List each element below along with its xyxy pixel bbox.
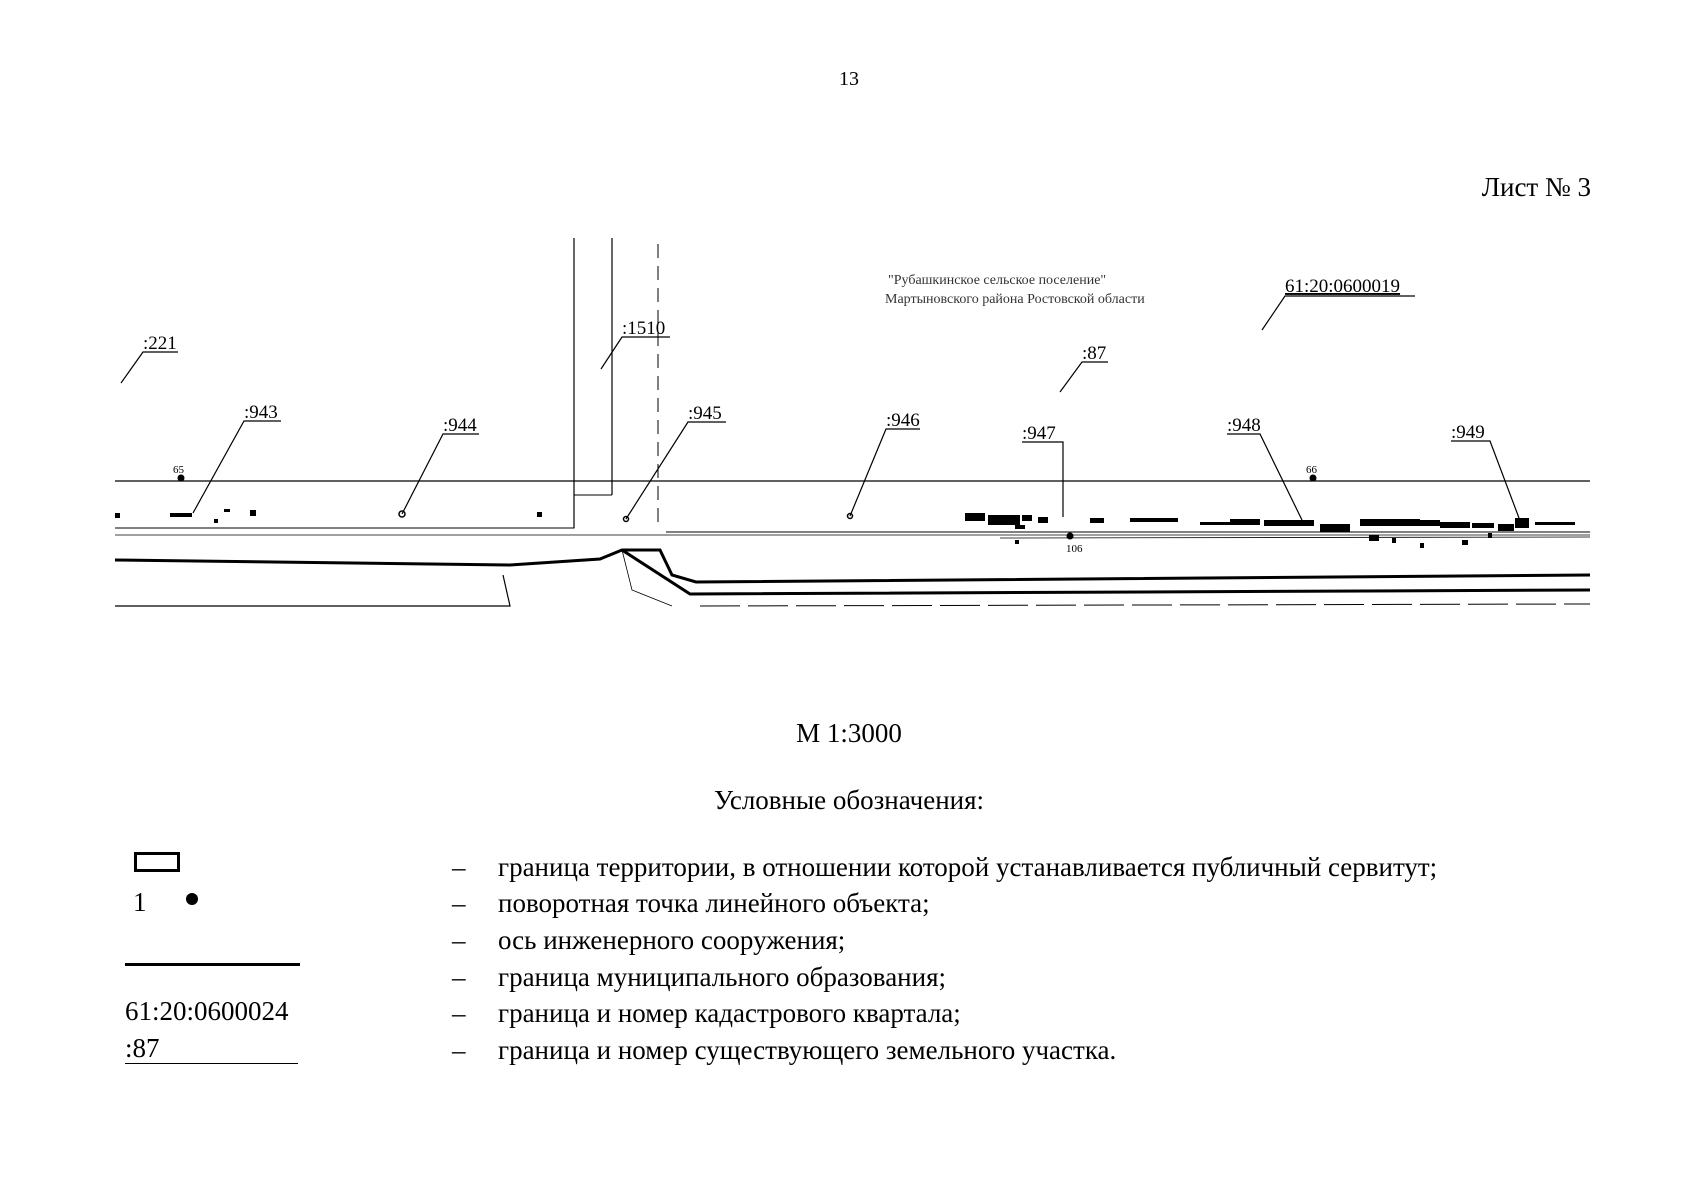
leader-946: [849, 428, 920, 517]
settlement-label-1: "Рубашкинское сельское поселение": [888, 273, 1106, 288]
legend-item-axis: – ось инженерного сооружения;: [452, 925, 845, 956]
road-edge-lower: [621, 548, 1591, 596]
legend-text: границa территории, в отношении которой …: [498, 852, 1438, 882]
road-edge-thin-left: [115, 574, 511, 607]
legend-item-servitude: – границa территории, в отношении которой…: [452, 852, 1437, 883]
leader-221: [120, 351, 178, 384]
leader-945: [625, 421, 726, 520]
parcel-label-944: :944: [443, 415, 477, 436]
sheet-label: Лист № 3: [1481, 172, 1591, 202]
parcel-label-947: :947: [1022, 423, 1056, 444]
legend-dash: –: [452, 998, 466, 1028]
settlement-label-2: Мартыновского района Ростовской области: [885, 292, 1145, 307]
legend-text: ось инженерного сооружения;: [498, 925, 846, 955]
leader-949: [1451, 440, 1520, 519]
parcel-label-949: :949: [1451, 422, 1485, 443]
quarter-number-sample: 61:20:0600024: [125, 996, 289, 1026]
parcel-marker-944: [398, 510, 406, 518]
parcel-boundary-thin-2: [999, 536, 1591, 539]
parcel-boundary-top: [115, 497, 575, 529]
servitude-boundary-symbol: [134, 852, 180, 872]
legend-dash: –: [452, 888, 466, 918]
turning-point-66: [1309, 474, 1317, 482]
legend-text: граница и номер существующего земельного…: [498, 1035, 1117, 1065]
parcel-label-943: :943: [244, 402, 278, 423]
parcel-label-945: :945: [688, 403, 722, 424]
parcel-label-1510: :1510: [622, 318, 665, 339]
parcel-label-87: :87: [1082, 343, 1106, 364]
scale-label: М 1:3000: [796, 718, 902, 748]
legend-text: поворотная точка линейного объекта;: [498, 888, 930, 918]
leader-1510: [600, 336, 670, 370]
turning-point-symbol: [186, 893, 198, 905]
building-blocks: [115, 509, 1575, 548]
point-label-65: 65: [173, 464, 185, 476]
quarter-number-label: 61:20:0600019: [1285, 276, 1400, 297]
parcel-label-948: :948: [1227, 415, 1261, 436]
legend-title: Условные обозначения:: [713, 785, 985, 815]
parcel-marker-946: [846, 512, 854, 520]
cadastral-map: "Рубашкинское сельское поселение" Мартын…: [114, 238, 1591, 607]
leader-87: [1059, 361, 1108, 393]
legend-dash: –: [452, 852, 466, 882]
legend-item-turning-point: – поворотная точка линейного объекта;: [452, 888, 930, 919]
parcel-number-sample: :87: [125, 1034, 298, 1064]
legend-item-parcel: – граница и номер существующего земельног…: [452, 1035, 1116, 1066]
parcel-label-221: :221: [143, 333, 177, 354]
municipal-boundary-symbol: [125, 963, 300, 966]
leader-947: [1022, 441, 1064, 517]
legend-text: граница муниципального образования;: [498, 962, 947, 992]
point-label-106: 106: [1066, 543, 1083, 555]
legend-item-quarter: – граница и номер кадастрового квартала;: [452, 998, 961, 1029]
quarter-boundary-leader: [1261, 295, 1415, 331]
parcel-label-946: :946: [886, 410, 920, 431]
leader-948: [1227, 433, 1303, 521]
legend-dash: –: [452, 925, 466, 955]
legend-item-municipal: – граница муниципального образования;: [452, 962, 946, 993]
legend-dash: –: [452, 1035, 466, 1065]
legend-text: граница и номер кадастрового квартала;: [498, 998, 961, 1028]
turning-point-number-sample: 1: [133, 887, 147, 917]
turning-point-65: [177, 474, 185, 482]
page-number: 13: [839, 68, 859, 90]
parcel-marker-945: [622, 515, 630, 523]
road-edge-dashed: [699, 603, 1591, 607]
road-edge-thick: [114, 548, 1591, 584]
road-edge-thin-mid: [621, 549, 673, 607]
point-label-66: 66: [1306, 464, 1318, 476]
legend-dash: –: [452, 962, 466, 992]
leader-944: [401, 433, 479, 515]
turning-point-106: [1066, 532, 1074, 540]
leader-943: [192, 420, 281, 514]
